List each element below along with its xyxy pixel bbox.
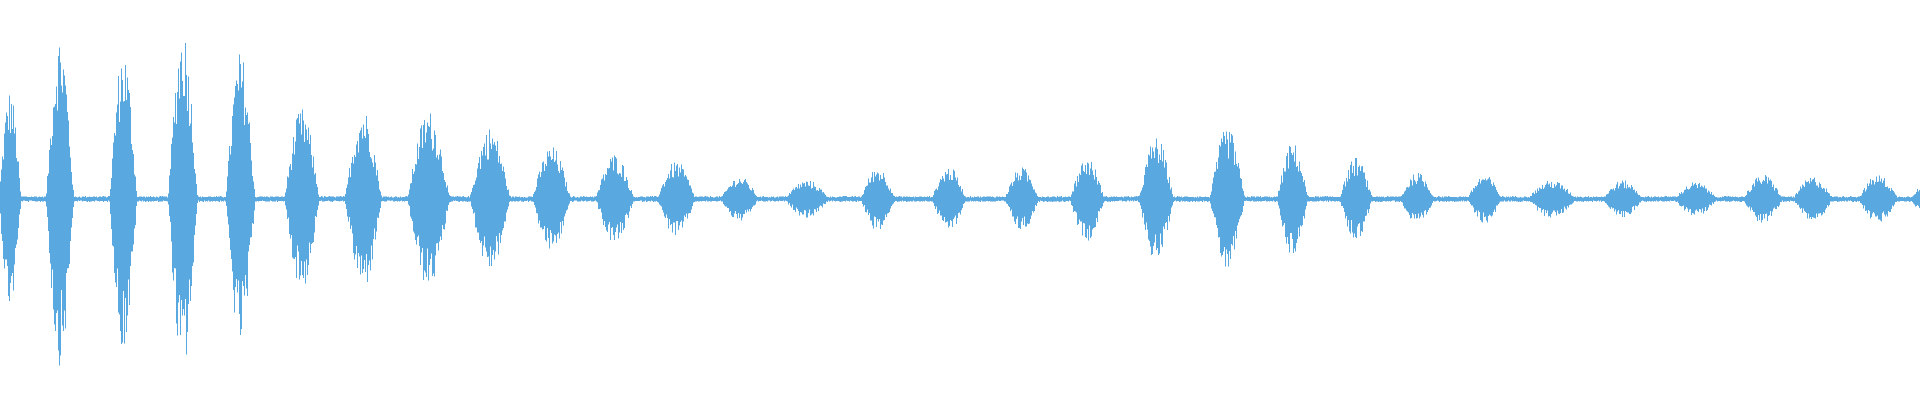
waveform-samples — [0, 42, 1920, 366]
